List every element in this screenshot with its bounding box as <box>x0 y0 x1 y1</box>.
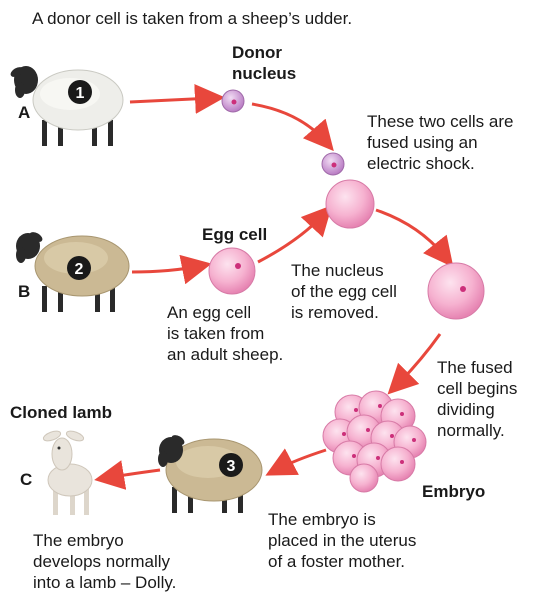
egg-cell-label: Egg cell <box>202 225 267 245</box>
egg-cell <box>209 248 255 294</box>
embryo-label: Embryo <box>422 482 485 502</box>
arrow-fusion-to-fused-cell <box>376 210 446 258</box>
arrow-sheep-to-donor <box>130 98 213 102</box>
donor-nucleus-label: Donor nucleus <box>232 42 296 84</box>
step-2-number: 2 <box>75 261 84 278</box>
foster-sheep-icon <box>158 433 262 513</box>
nucleus-removed-caption: The nucleus of the egg cell is removed. <box>291 260 397 323</box>
small-donor-cell <box>322 153 344 175</box>
cloned-lamb-label: Cloned lamb <box>10 403 112 423</box>
letter-b: B <box>18 282 30 302</box>
enucleated-egg-cell <box>326 180 374 228</box>
arrow-mother-to-lamb <box>106 470 160 478</box>
fused-dividing-caption: The fused cell begins dividing normally. <box>437 357 517 441</box>
fused-cell <box>428 263 484 319</box>
fused-caption: These two cells are fused using an elect… <box>367 111 513 174</box>
step-1-number: 1 <box>76 85 85 102</box>
develops-caption: The embryo develops normally into a lamb… <box>33 530 176 593</box>
embryo-cluster <box>323 391 426 492</box>
cloned-lamb-icon <box>42 429 92 515</box>
arrow-embryo-to-mother <box>276 450 326 470</box>
letter-c: C <box>20 470 32 490</box>
arrow-egg-to-fusion <box>258 214 324 262</box>
step-badge-2: 2 <box>67 256 91 280</box>
letter-a: A <box>18 103 30 123</box>
step-badge-3: 3 <box>219 453 243 477</box>
embryo-placed-caption: The embryo is placed in the uterus of a … <box>268 509 416 572</box>
egg-taken-caption: An egg cell is taken from an adult sheep… <box>167 302 283 365</box>
donor-nucleus-cell <box>222 90 244 112</box>
arrow-donor-to-fusion <box>252 104 326 142</box>
step-badge-1: 1 <box>68 80 92 104</box>
arrow-fused-to-embryo <box>396 334 440 386</box>
arrow-sheep-to-egg <box>132 266 200 272</box>
step-3-number: 3 <box>227 458 236 475</box>
intro-text: A donor cell is taken from a sheep’s udd… <box>32 8 352 29</box>
